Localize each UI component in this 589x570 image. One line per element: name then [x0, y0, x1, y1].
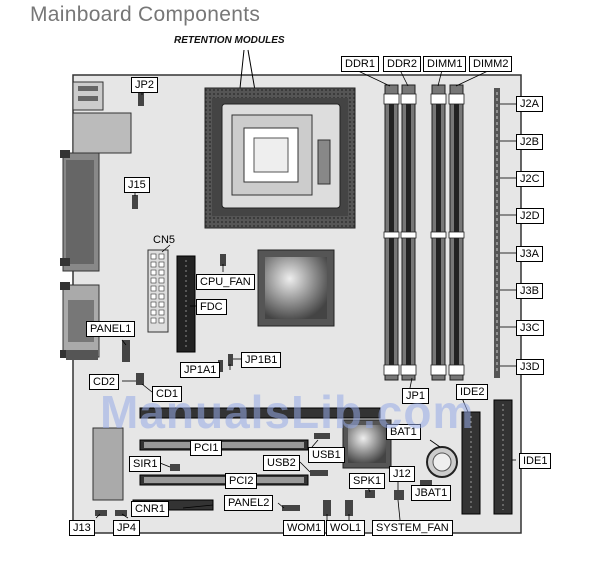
label-jbat1: JBAT1: [411, 485, 452, 501]
label-jp1a1: JP1A1: [180, 362, 221, 378]
label-fdc: FDC: [196, 299, 227, 315]
ide1-connector: [493, 399, 513, 515]
label-wol1: WOL1: [326, 520, 366, 536]
label-dimm1: DIMM1: [423, 56, 467, 72]
label-ddr2: DDR2: [383, 56, 421, 72]
label-j2c: J2C: [516, 171, 544, 187]
label-j3d: J3D: [516, 359, 544, 375]
label-system-fan: SYSTEM_FAN: [372, 520, 453, 536]
label-ddr1: DDR1: [341, 56, 379, 72]
label-cpu-fan: CPU_FAN: [196, 274, 255, 290]
label-j13: J13: [69, 520, 95, 536]
label-panel2: PANEL2: [224, 495, 274, 511]
page-title: Mainboard Components: [30, 3, 261, 26]
label-usb1: USB1: [308, 447, 345, 463]
label-j12: J12: [389, 466, 415, 482]
label-j15: J15: [124, 177, 150, 193]
label-jp1b1: JP1B1: [241, 352, 282, 368]
label-cd2: CD2: [89, 374, 120, 390]
label-j3c: J3C: [516, 320, 544, 336]
label-j2b: J2B: [516, 134, 543, 150]
label-cd1: CD1: [152, 386, 183, 402]
retention-modules-label: RETENTION MODULES: [174, 35, 285, 46]
label-ide1: IDE1: [519, 453, 552, 469]
label-pci2: PCI2: [225, 473, 258, 489]
label-cnr1: CNR1: [131, 501, 169, 517]
memory-slots: [383, 84, 465, 381]
fdc-connector: [176, 255, 196, 353]
label-pci1: PCI1: [190, 440, 223, 456]
watermark: ManualsLib.com: [100, 386, 475, 438]
label-panel1: PANEL1: [86, 321, 136, 337]
label-sir1: SIR1: [129, 456, 162, 472]
label-ide2: IDE2: [456, 384, 489, 400]
label-bat1: BAT1: [386, 424, 421, 440]
label-j3a: J3A: [516, 246, 543, 262]
label-j2a: J2A: [516, 96, 543, 112]
label-usb2: USB2: [263, 455, 300, 471]
label-jp1: JP1: [402, 388, 429, 404]
label-jp2: JP2: [131, 77, 158, 93]
label-dimm2: DIMM2: [469, 56, 513, 72]
label-j2d: J2D: [516, 208, 544, 224]
label-cn5: CN5: [153, 234, 176, 246]
label-j3b: J3B: [516, 283, 543, 299]
label-jp4: JP4: [113, 520, 140, 536]
label-spk1: SPK1: [349, 473, 386, 489]
label-wom1: WOM1: [283, 520, 326, 536]
